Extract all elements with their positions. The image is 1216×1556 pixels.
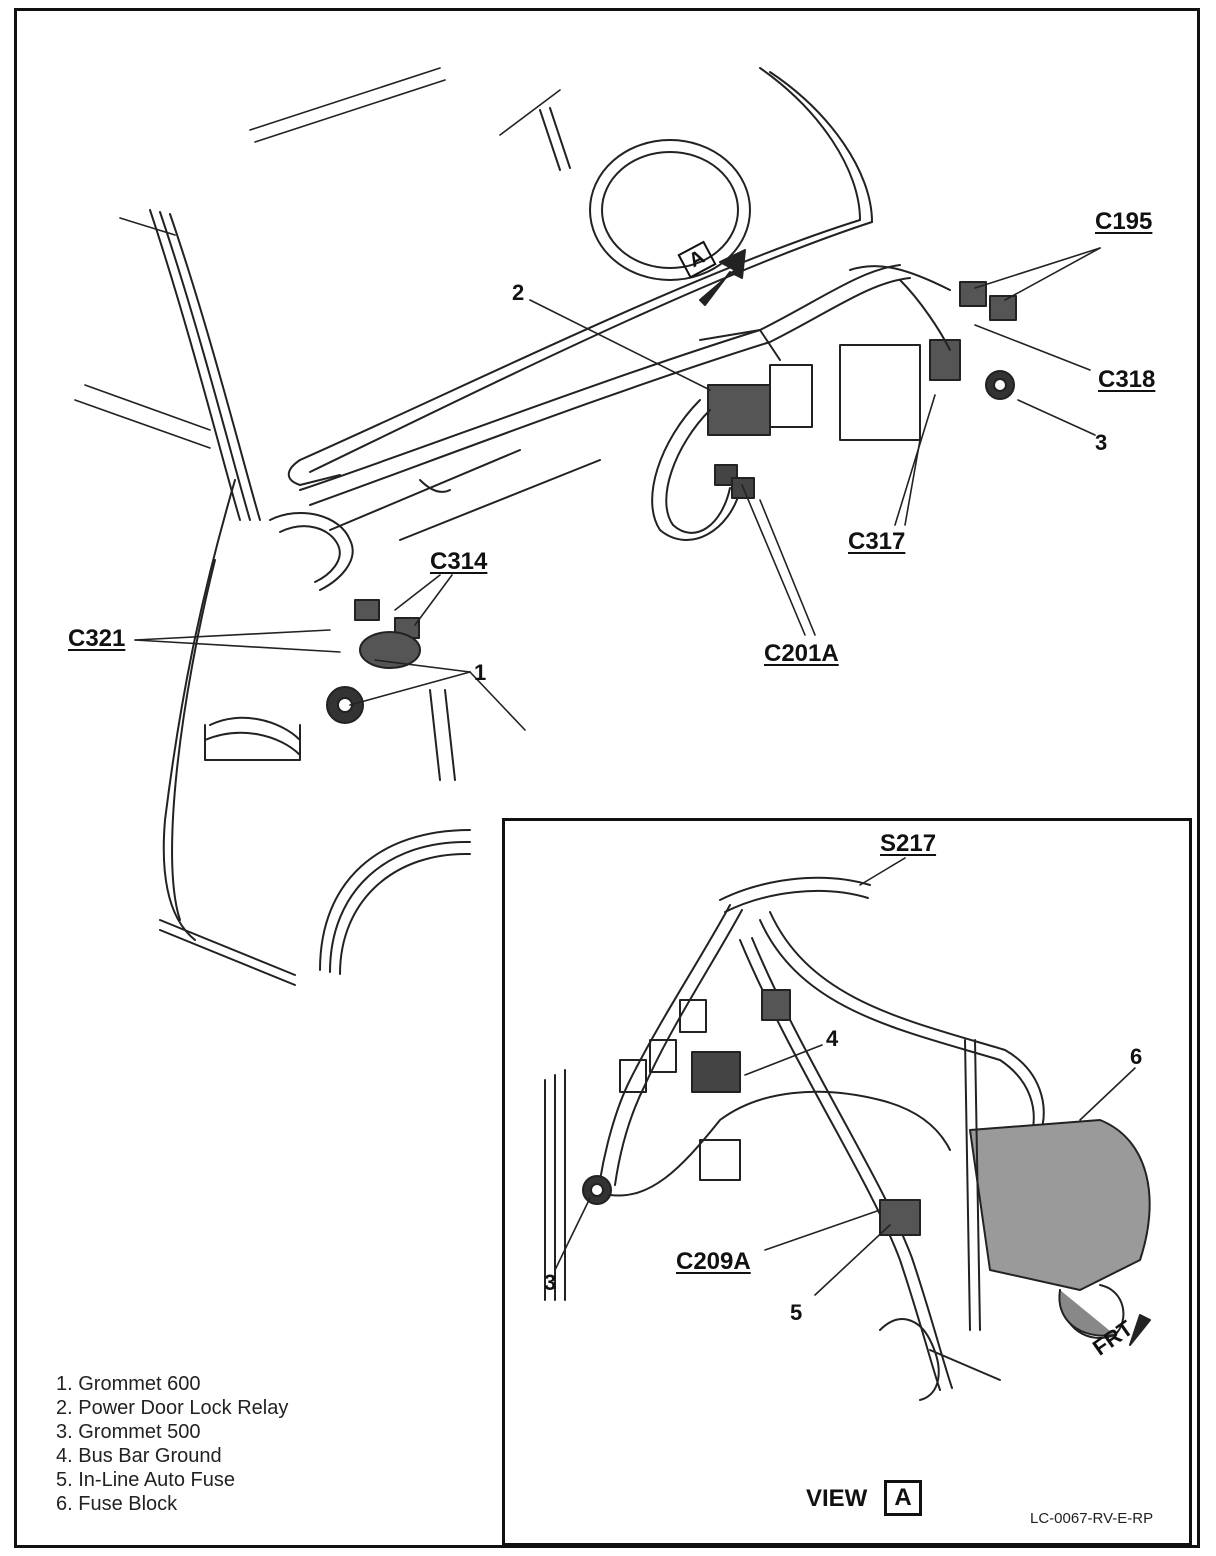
windshield — [287, 67, 873, 486]
callout-3-top: 3 — [1095, 430, 1108, 455]
wheel-arch — [319, 829, 471, 975]
callout-4: 4 — [826, 1026, 839, 1051]
legend-item: 5. In-Line Auto Fuse — [56, 1469, 236, 1491]
callout-6: 6 — [1130, 1044, 1143, 1069]
connector-c314-label: C314 — [430, 548, 488, 575]
callout-2: 2 — [512, 280, 525, 305]
view-label: VIEW — [806, 1485, 868, 1512]
legend-item: 2. Power Door Lock Relay — [56, 1397, 289, 1419]
leader-lines — [134, 247, 1101, 731]
callout-3-inset: 3 — [544, 1270, 557, 1295]
connector-c195-label: C195 — [1095, 208, 1153, 235]
inset-illustration — [544, 876, 1151, 1401]
view-a-arrow — [699, 249, 746, 306]
connector-c317-label: C317 — [848, 528, 906, 555]
connector-c209a-label: C209A — [676, 1248, 751, 1275]
legend-item: 3. Grommet 500 — [56, 1421, 201, 1443]
dash-harness — [299, 264, 911, 541]
door-frame — [149, 209, 296, 986]
view-letter-box: A — [884, 1480, 922, 1516]
legend-item: 1. Grommet 600 — [56, 1373, 201, 1395]
left-connector-cluster — [204, 512, 456, 781]
steering-wheel — [589, 139, 751, 281]
drawing-code: LC-0067-RV-E-RP — [1030, 1510, 1154, 1527]
legend-item: 4. Bus Bar Ground — [56, 1445, 222, 1467]
view-a-inset — [502, 818, 1192, 1546]
connector-c201a-label: C201A — [764, 640, 839, 667]
callout-5: 5 — [790, 1300, 803, 1325]
power-door-lock-relay — [699, 329, 813, 436]
connector-c318-label: C318 — [1098, 366, 1156, 393]
callout-1: 1 — [474, 660, 487, 685]
inset-leader-lines — [554, 857, 1136, 1296]
parts-legend: 1. Grommet 600 2. Power Door Lock Relay … — [56, 1372, 288, 1516]
right-connector-cluster — [839, 265, 1017, 441]
harness-c201a — [651, 399, 755, 541]
connector-c321-label: C321 — [68, 625, 126, 652]
legend-item: 6. Fuse Block — [56, 1493, 178, 1515]
body-panel-lines — [74, 67, 561, 449]
diagram-frame — [14, 8, 1200, 1548]
splice-s217-label: S217 — [880, 830, 937, 857]
